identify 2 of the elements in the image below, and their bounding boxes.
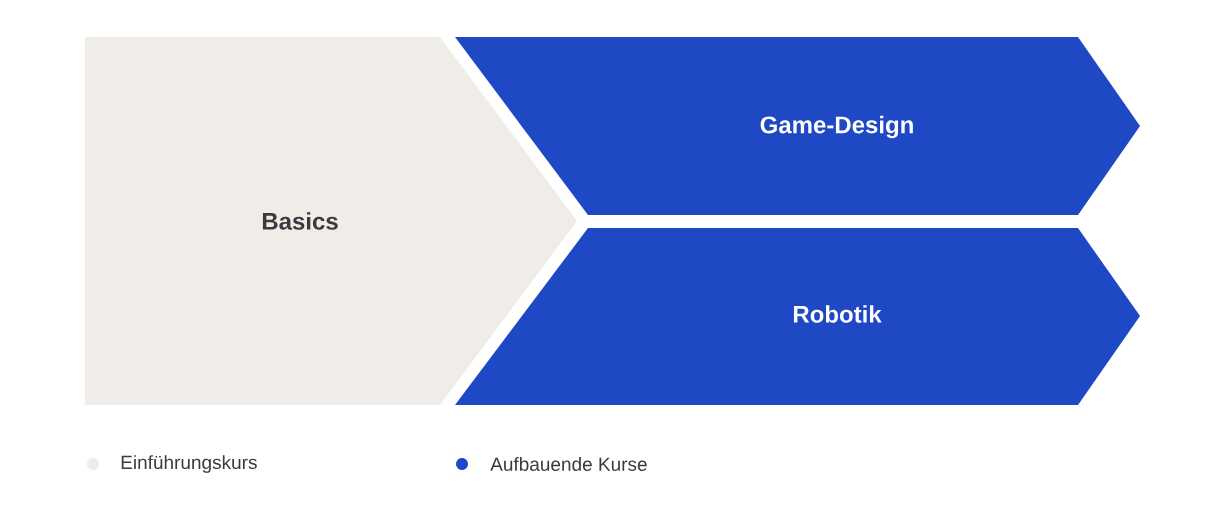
legend-label: Aufbauende Kurse <box>490 457 647 471</box>
legend-label: Einführungskurs <box>121 455 257 473</box>
